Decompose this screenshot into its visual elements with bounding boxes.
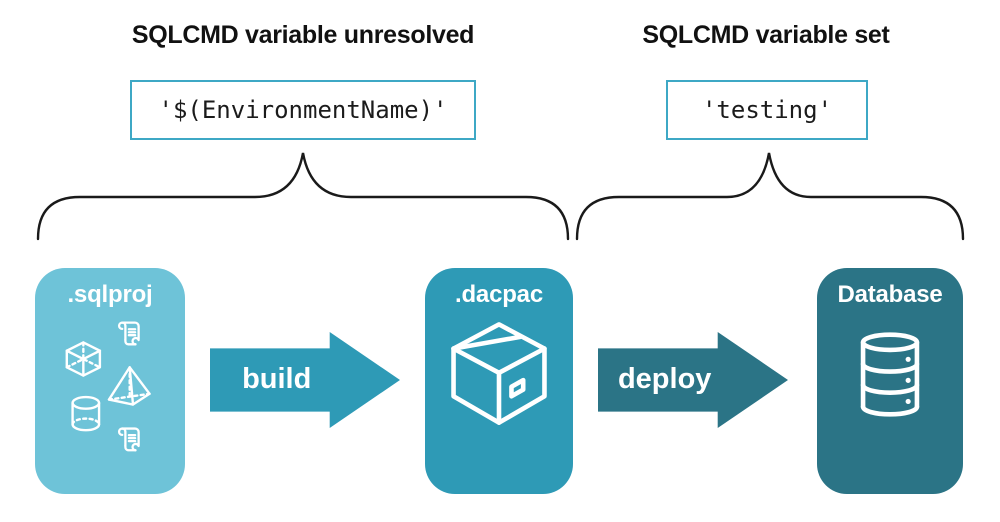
set-variable-code-box: 'testing' (666, 80, 868, 140)
unresolved-variable-code-text: '$(EnvironmentName)' (158, 96, 448, 124)
node-database-label: Database (837, 281, 943, 308)
build-arrow-label: build (242, 363, 312, 396)
database-icon (849, 330, 931, 420)
set-variable-code-text: 'testing' (701, 96, 833, 124)
right-brace (575, 152, 965, 241)
node-dacpac-label: .dacpac (455, 281, 543, 308)
node-sqlproj-label: .sqlproj (67, 281, 153, 308)
sql-objects-icon (61, 321, 157, 452)
deploy-arrow: deploy (598, 332, 788, 428)
build-arrow: build (210, 332, 400, 428)
node-dacpac: .dacpac (425, 268, 573, 494)
left-annotation-title: SQLCMD variable unresolved (131, 21, 475, 49)
deploy-arrow-label: deploy (617, 363, 712, 396)
left-brace (36, 152, 570, 241)
right-annotation-title: SQLCMD variable set (642, 21, 890, 49)
node-sqlproj: .sqlproj (35, 268, 185, 494)
package-icon (444, 320, 554, 430)
unresolved-variable-code-box: '$(EnvironmentName)' (130, 80, 476, 140)
node-database: Database (817, 268, 963, 494)
